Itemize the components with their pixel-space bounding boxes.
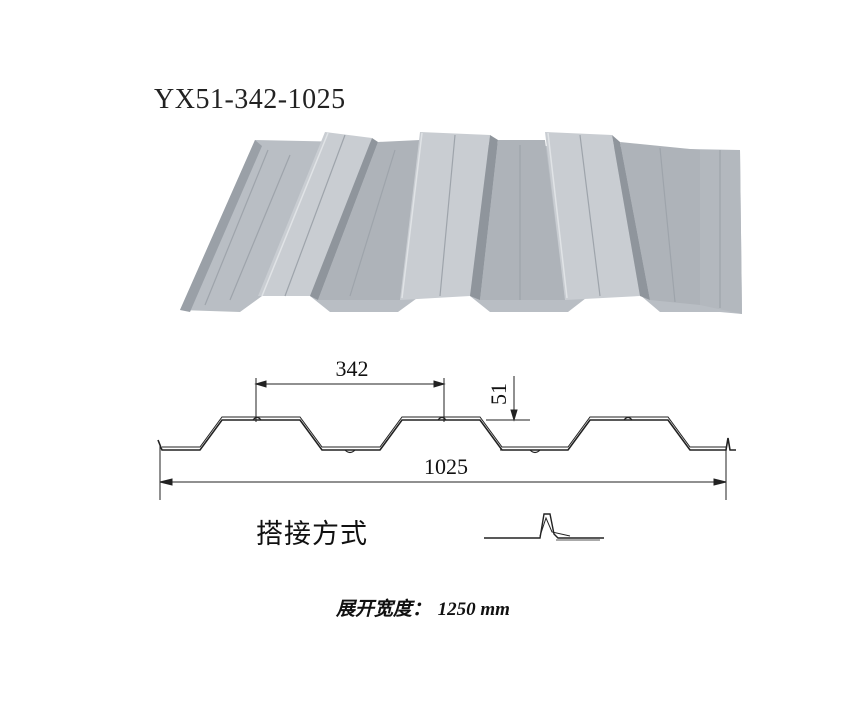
dimension-height <box>486 376 530 451</box>
dimension-pitch <box>254 378 446 422</box>
model-title: YX51-342-1025 <box>154 84 346 115</box>
dimension-cover-width-label: 1025 <box>424 454 468 479</box>
unfold-width-caption: 展开宽度： 1250 mm <box>336 594 510 621</box>
dimension-cover-width <box>159 446 727 500</box>
sheet-valley-1 <box>318 140 420 300</box>
cross-section-profile <box>157 416 736 454</box>
sheet-rib-3 <box>545 132 640 300</box>
dimension-pitch-label: 342 <box>336 356 369 381</box>
lap-joint-label: 搭接方式 <box>256 519 368 550</box>
sheet-rib-2 <box>400 132 490 300</box>
profile-line <box>157 419 736 451</box>
sheet-valley-3 <box>620 142 700 305</box>
sheet-rib-2-side <box>470 135 498 300</box>
sheet-left-edge <box>180 140 262 312</box>
unfold-width-value: 1250 mm <box>437 599 510 620</box>
dimension-height-label: 51 <box>486 383 511 405</box>
sheet-rib-1-side <box>310 138 378 300</box>
unfold-width-label: 展开宽度： <box>336 598 432 620</box>
sheet-rib-3-side <box>612 135 650 300</box>
lap-joint-detail <box>484 513 604 541</box>
sheet-valley-2 <box>480 140 565 300</box>
sheet-3d-render <box>180 132 742 314</box>
sheet-right-edge <box>700 150 742 314</box>
